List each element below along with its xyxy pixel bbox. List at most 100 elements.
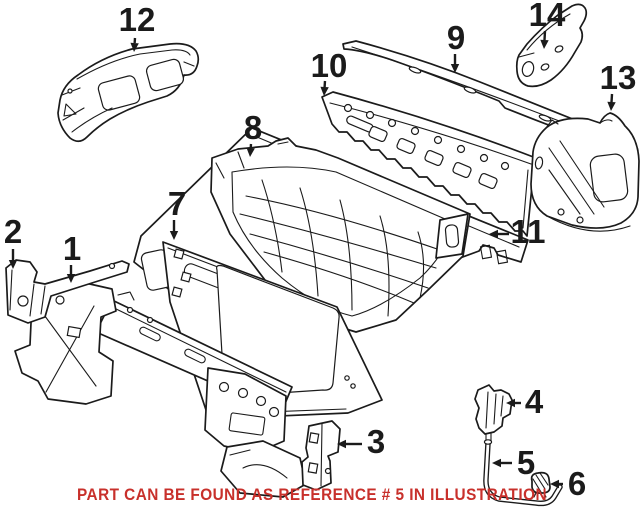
part-10-hole [452,161,472,179]
part-1-beam-details [109,291,287,393]
callout-5: 5 [492,444,535,481]
callout-arrow-head [337,439,346,449]
part-8-flange-lines [215,141,289,179]
part-13-holes [557,208,584,224]
part-7-square-hole [171,286,183,298]
part-13-oval [534,156,544,170]
part-10-hole [368,125,388,143]
callout-arrow-head [450,64,460,73]
part-14-crease [518,13,571,58]
callout-14: 14 [529,0,566,49]
part-1-drawing [14,279,307,498]
callout-7: 7 [168,185,186,240]
ref-number-3: 3 [367,423,385,460]
ref-number-5: 5 [517,444,535,481]
part-13-braces [545,119,631,232]
part-7-square-hole [180,271,192,283]
ref-number-9: 9 [447,19,465,56]
part-5-tube-inner [484,441,562,505]
callout-arrow-head [550,479,559,489]
callout-arrow-head [607,101,616,111]
ref-number-8: 8 [244,109,262,146]
part-7-dots [344,375,356,389]
ref-number-12: 12 [119,1,156,38]
part-1-foot-arc [229,449,288,479]
part-1-rect-hole [66,325,82,339]
part-2-drawing [5,259,130,324]
part-10-hole-row [343,103,510,171]
part-12-dot [67,88,73,94]
callout-arrow-head [492,458,501,468]
part-6-hatch [532,472,549,498]
part-11-tab [479,244,493,260]
ref-number-10: 10 [311,47,348,84]
part-1-left-bracket-brace [41,305,97,393]
part-13-drawing [530,112,640,232]
caption-text: PART CAN BE FOUND AS REFERENCE # 5 IN IL… [77,485,547,504]
part-5-drawing [483,439,563,507]
part-12-hole [145,58,185,92]
ref-number-7: 7 [168,185,186,222]
part-6-drawing [530,471,551,498]
callout-arrow-head [130,42,139,52]
ref-number-6: 6 [568,465,586,502]
part-8-tray-edge [231,166,453,317]
callout-12: 12 [119,1,156,52]
ref-number-14: 14 [529,0,566,33]
part-3-dot [324,467,332,475]
part-1-foot [220,440,307,498]
part-3-hole [307,462,319,474]
part-2-outline [5,259,130,324]
callout-arrow-head [320,86,329,96]
callout-8: 8 [244,109,262,157]
part-10-hole [396,137,416,155]
part-10-drawing [321,91,537,237]
part-3-hole [308,432,320,444]
part-9-hole [463,86,477,94]
callout-1: 1 [63,230,81,283]
part-10-hole [424,149,444,167]
part-4-drawing [474,384,513,442]
callout-13: 13 [600,59,637,111]
ref-number-2: 2 [4,213,22,250]
callout-3: 3 [337,423,385,460]
part-2-dot [108,262,116,270]
ref-number-1: 1 [63,230,81,267]
part-1-right-bracket-rect [228,412,266,436]
part-14-outline [515,3,588,88]
part-1-beam-dots [126,306,154,324]
part-2-creases [9,269,46,317]
callout-arrow-head [540,39,549,49]
callout-arrow-head [246,147,255,157]
callout-2: 2 [4,213,22,269]
callout-10: 10 [311,47,348,96]
part-8-ribs [239,179,441,317]
part-10-crease [329,102,532,229]
callout-arrow-head [489,229,498,239]
callout-arrow-head [169,231,179,240]
part-11-tab [495,249,509,265]
callout-9: 9 [447,19,465,73]
ref-number-4: 4 [525,383,544,420]
part-12-drawing [57,42,200,143]
callout-11: 11 [489,213,545,250]
part-14-oval [554,45,564,53]
part-9-hole [408,66,422,74]
callout-6: 6 [550,465,586,502]
part-14-end-hole [521,61,535,77]
part-3-crease [320,423,323,487]
part-5-tube-cap [483,439,493,445]
part-9-hole [538,114,552,122]
callout-arrow-head [506,398,515,408]
part-1-hole [55,295,65,305]
part-13-hole [589,153,629,203]
part-12-hole [97,75,141,111]
callout-arrow-head [8,260,18,269]
part-8-flange-slot [444,224,460,248]
part-1-beam-slot [139,326,161,342]
ref-number-13: 13 [600,59,637,96]
part-4-creases [485,391,504,442]
